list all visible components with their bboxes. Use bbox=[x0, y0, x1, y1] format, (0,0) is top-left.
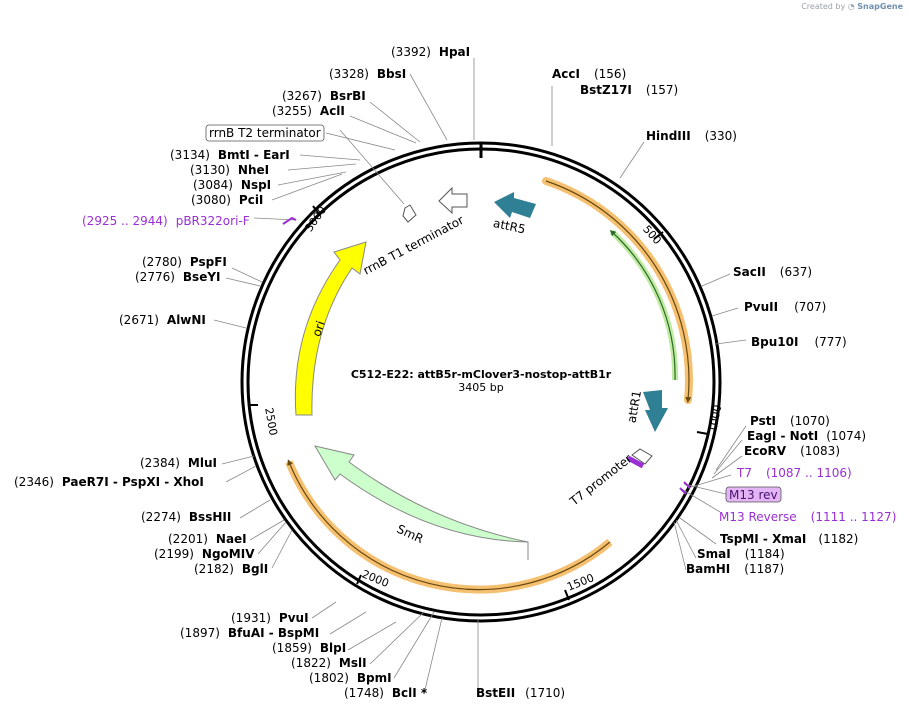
rrnb-t1-label: rrnB T1 terminator bbox=[361, 213, 466, 278]
enzyme-labels: (3392)HpaI (3328)BbsI (3267)BsrBI (3255)… bbox=[14, 45, 866, 700]
smr-feature-arrow bbox=[313, 445, 529, 560]
enzyme-nhei: (3130)NheI bbox=[190, 163, 269, 177]
enzyme-bfuai-bspmi: (1897)BfuAI - BspMI bbox=[180, 626, 319, 640]
enzyme-sacii: SacII(637) bbox=[733, 265, 812, 279]
enzyme-hpai: (3392)HpaI bbox=[391, 45, 470, 59]
enzyme-bsshii: (2274)BssHII bbox=[141, 510, 231, 524]
attr1-feature-arrow bbox=[643, 390, 668, 432]
enzyme-bpmi: (1802)BpmI bbox=[309, 671, 392, 685]
smr-label: SmR bbox=[395, 522, 426, 546]
enzyme-bgli: (2182)BglI bbox=[194, 562, 268, 576]
enzyme-bsrbi: (3267)BsrBI bbox=[282, 89, 366, 103]
enzyme-pcii: (3080)PciI bbox=[191, 193, 263, 207]
enzyme-bbsi: (3328)BbsI bbox=[329, 67, 406, 81]
t7-promoter-label: T7 promoter bbox=[566, 451, 634, 509]
enzyme-bmti-eari: (3134)BmtI - EarI bbox=[170, 148, 290, 162]
tick-marks bbox=[248, 205, 709, 601]
tick-label-1000: 1000 bbox=[706, 404, 725, 434]
enzyme-naei: (2201)NaeI bbox=[168, 532, 247, 546]
enzyme-bcli: (1748)BclI * bbox=[344, 686, 428, 700]
enzyme-psti: PstI(1070) bbox=[750, 414, 830, 428]
enzyme-alwni: (2671)AlwNI bbox=[119, 313, 206, 327]
leader-lines bbox=[213, 58, 747, 695]
m13-primer-mark bbox=[626, 455, 645, 469]
enzyme-msli: (1822)MslI bbox=[291, 656, 367, 670]
enzyme-blpi: (1859)BlpI bbox=[272, 641, 346, 655]
plasmid-length: 3405 bp bbox=[458, 381, 503, 394]
mclover-arc bbox=[609, 229, 679, 381]
primer-labels: (2925 .. 2944)pBR322ori-F T7(1087 .. 110… bbox=[82, 214, 896, 524]
primer-t7: T7(1087 .. 1106) bbox=[736, 466, 852, 480]
enzyme-ecorv: EcoRV(1083) bbox=[744, 444, 840, 458]
enzyme-hindiii: HindIII(330) bbox=[646, 129, 737, 143]
t7-primer-mark bbox=[679, 481, 691, 495]
enzyme-bpu10i: Bpu10I(777) bbox=[751, 335, 847, 349]
enzyme-pvuii: PvuII(707) bbox=[744, 300, 826, 314]
enzyme-ngomiv: (2199)NgoMIV bbox=[154, 547, 255, 561]
primer-m13-rev-label: M13 rev bbox=[729, 488, 778, 502]
primer-pbr322ori-f: (2925 .. 2944)pBR322ori-F bbox=[82, 214, 250, 228]
enzyme-acli: (3255)AclI bbox=[272, 104, 345, 118]
enzyme-bsteii: BstEII(1710) bbox=[476, 686, 565, 700]
enzyme-tspmi-xmai: TspMI - XmaI(1182) bbox=[720, 532, 858, 546]
ori-feature-arrow bbox=[294, 241, 367, 416]
plasmid-title: C512-E22: attB5r-mClover3-nostop-attB1r bbox=[351, 368, 612, 381]
enzyme-pvui: (1931)PvuI bbox=[231, 611, 309, 625]
tick-label-1500: 1500 bbox=[565, 571, 596, 594]
tick-label-2500: 2500 bbox=[262, 407, 280, 437]
orf-arc-right bbox=[542, 177, 693, 404]
ori-label: ori bbox=[309, 319, 327, 338]
enzyme-smai: SmaI(1184) bbox=[697, 547, 785, 561]
attr5-feature-arrow bbox=[494, 192, 536, 218]
snapgene-watermark: Created by ◔ SnapGene bbox=[801, 2, 903, 11]
rrnb-t1-feature-arrow bbox=[438, 186, 468, 215]
rrnb-t2-terminator-label: rrnB T2 terminator bbox=[209, 126, 321, 140]
enzyme-nspi: (3084)NspI bbox=[193, 178, 271, 192]
rrnb-t2-feature-arrow bbox=[402, 204, 417, 223]
enzyme-paer7i-pspxi-xhoi: (2346)PaeR7I - PspXI - XhoI bbox=[14, 475, 204, 489]
orf-arc-bottom bbox=[285, 459, 613, 594]
backbone bbox=[240, 141, 722, 623]
enzyme-eagi-noti: EagI - NotI(1074) bbox=[747, 429, 866, 443]
watermark-prefix: Created by bbox=[801, 2, 846, 11]
watermark-brand: SnapGene bbox=[857, 2, 903, 11]
attr5-label: attR5 bbox=[492, 216, 527, 237]
primer-m13-rev-box: M13 rev bbox=[725, 486, 782, 503]
t7-promoter-arrow bbox=[631, 448, 653, 465]
enzyme-bstz17i: BstZ17I(157) bbox=[580, 83, 678, 97]
pbr-primer-mark bbox=[282, 216, 297, 225]
enzyme-pspfi: (2780)PspFI bbox=[142, 255, 227, 269]
primer-m13-reverse: M13 Reverse(1111 .. 1127) bbox=[719, 510, 896, 524]
attr1-label: attR1 bbox=[625, 389, 644, 424]
enzyme-bseyi: (2776)BseYI bbox=[135, 270, 221, 284]
enzyme-mlui: (2384)MluI bbox=[140, 456, 217, 470]
enzyme-acci: AccI(156) bbox=[552, 67, 626, 81]
snapgene-logo-icon: ◔ bbox=[847, 2, 855, 11]
rrnb-t2-terminator-box: rrnB T2 terminator bbox=[205, 124, 325, 142]
enzyme-bamhi: BamHI(1187) bbox=[686, 562, 784, 576]
